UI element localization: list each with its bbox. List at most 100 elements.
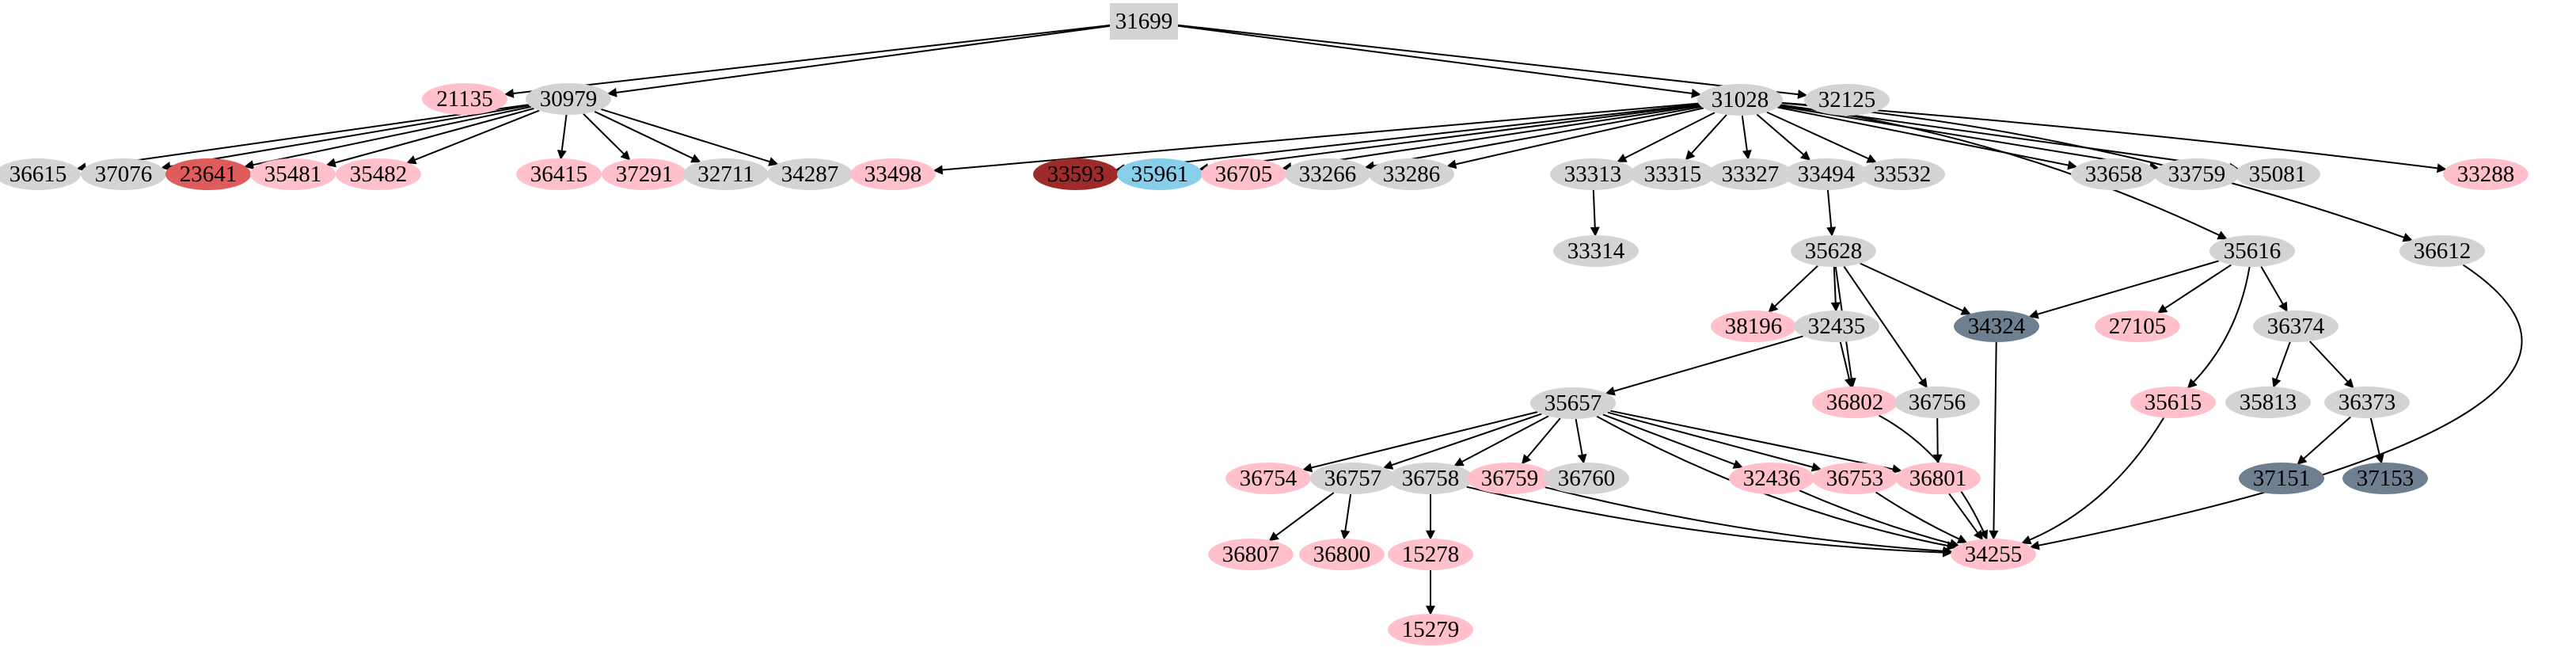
edge-36756-36801	[1932, 417, 1943, 464]
edge-35657-32436	[1602, 413, 1743, 469]
edge-35616-36374	[2260, 266, 2288, 312]
node-32435: 32435	[1794, 310, 1879, 342]
node-37076: 37076	[81, 158, 166, 190]
edge-31028-33313	[1617, 112, 1715, 162]
edge-36373-37151	[2297, 416, 2351, 465]
edge-35657-36759	[1521, 417, 1561, 465]
edge-31028-33532	[1766, 111, 1877, 163]
edge-31028-33315	[1685, 114, 1727, 161]
edge-35657-36757	[1382, 413, 1542, 470]
edge-35657-34255	[1596, 415, 1957, 550]
edge-36374-35813	[2272, 341, 2291, 388]
edge-32435-35657	[1605, 335, 1803, 396]
node-35616: 35616	[2209, 235, 2295, 267]
edge-36758-34255	[1466, 486, 1953, 558]
edge-30979-23641	[244, 105, 532, 169]
edge-35616-27105	[2157, 264, 2232, 314]
node-15279: 15279	[1388, 614, 1473, 645]
node-36753: 36753	[1812, 463, 1898, 494]
edge-31028-33494	[1756, 113, 1811, 161]
node-35615: 35615	[2130, 387, 2216, 418]
edge-35628-36756	[1843, 265, 1928, 389]
edge-35657-36760	[1575, 418, 1587, 464]
node-36758: 36758	[1388, 463, 1473, 494]
node-36374: 36374	[2253, 310, 2339, 342]
node-33498: 33498	[850, 158, 936, 190]
node-36757: 36757	[1310, 463, 1396, 494]
node-37153: 37153	[2342, 463, 2428, 494]
edge-30979-32711	[594, 110, 701, 163]
node-36373: 36373	[2324, 387, 2410, 418]
edge-31028-36705	[1282, 105, 1701, 172]
edge-31028-33286	[1446, 107, 1704, 169]
node-35961: 35961	[1117, 158, 1203, 190]
node-33313: 33313	[1550, 158, 1636, 190]
edge-33494-35628	[1826, 189, 1837, 237]
edge-32435-36802	[1839, 341, 1854, 388]
node-37151: 37151	[2239, 463, 2324, 494]
edge-35616-35615	[2187, 266, 2251, 389]
edge-30979-35482	[406, 109, 540, 165]
node-33327: 33327	[1708, 158, 1793, 190]
node-23641: 23641	[165, 158, 251, 190]
node-36415: 36415	[516, 158, 602, 190]
node-33759: 33759	[2154, 158, 2240, 190]
edge-31028-33327	[1741, 115, 1752, 160]
edge-31028-36612	[1781, 102, 2413, 242]
edge-36801-34255	[1948, 493, 1983, 541]
edge-31699-21135	[503, 24, 1111, 98]
node-33532: 33532	[1860, 158, 1945, 190]
node-36800: 36800	[1299, 539, 1385, 570]
edge-35628-34324	[1860, 262, 1971, 315]
edge-35657-36758	[1453, 415, 1549, 466]
node-33593: 33593	[1033, 158, 1119, 190]
node-15278: 15278	[1388, 539, 1473, 570]
node-36705: 36705	[1201, 158, 1286, 190]
edge-33313-33314	[1590, 189, 1600, 237]
node-33266: 33266	[1285, 158, 1370, 190]
node-32436: 32436	[1729, 463, 1814, 494]
edge-35657-36753	[1607, 411, 1822, 472]
edge-31028-33658	[1777, 106, 2078, 170]
node-33315: 33315	[1630, 158, 1715, 190]
node-36615: 36615	[0, 158, 81, 190]
node-36756: 36756	[1894, 387, 1980, 418]
node-34255: 34255	[1951, 539, 2036, 570]
node-21135: 21135	[422, 83, 507, 115]
node-33658: 33658	[2071, 158, 2156, 190]
node-32125: 32125	[1804, 84, 1890, 116]
edge-35657-36801	[1609, 409, 1902, 474]
edge-31699-30979	[606, 25, 1111, 97]
node-34324: 34324	[1954, 310, 2039, 342]
node-30979: 30979	[526, 83, 611, 115]
node-33288: 33288	[2443, 158, 2529, 190]
node-36801: 36801	[1895, 463, 1981, 494]
edge-30979-37291	[583, 112, 631, 161]
node-36612: 36612	[2399, 235, 2485, 267]
edge-36757-36800	[1340, 493, 1352, 540]
edge-36374-36373	[2308, 341, 2354, 389]
node-36760: 36760	[1544, 463, 1629, 494]
node-35813: 35813	[2225, 387, 2311, 418]
node-35657: 35657	[1530, 387, 1616, 419]
edge-30979-34287	[601, 108, 779, 166]
edge-36757-36807	[1268, 492, 1335, 542]
node-35481: 35481	[250, 158, 336, 190]
node-34287: 34287	[767, 158, 853, 190]
edge-31699-32125	[1176, 24, 1808, 100]
edge-34324-34255	[1989, 341, 1999, 540]
node-37291: 37291	[602, 158, 687, 190]
edge-35628-38196	[1768, 265, 1818, 313]
edge-36373-37153	[2369, 417, 2384, 464]
node-36759: 36759	[1467, 463, 1552, 494]
edge-31028-35961	[1199, 104, 1700, 173]
edge-35657-36754	[1302, 411, 1538, 473]
edge-36759-34255	[1544, 486, 1953, 556]
edge-31028-33498	[933, 102, 1699, 175]
edge-35615-34255	[2021, 417, 2165, 545]
edge-36612-34255	[2029, 264, 2523, 550]
node-31028: 31028	[1697, 84, 1783, 116]
node-36802: 36802	[1812, 387, 1898, 418]
